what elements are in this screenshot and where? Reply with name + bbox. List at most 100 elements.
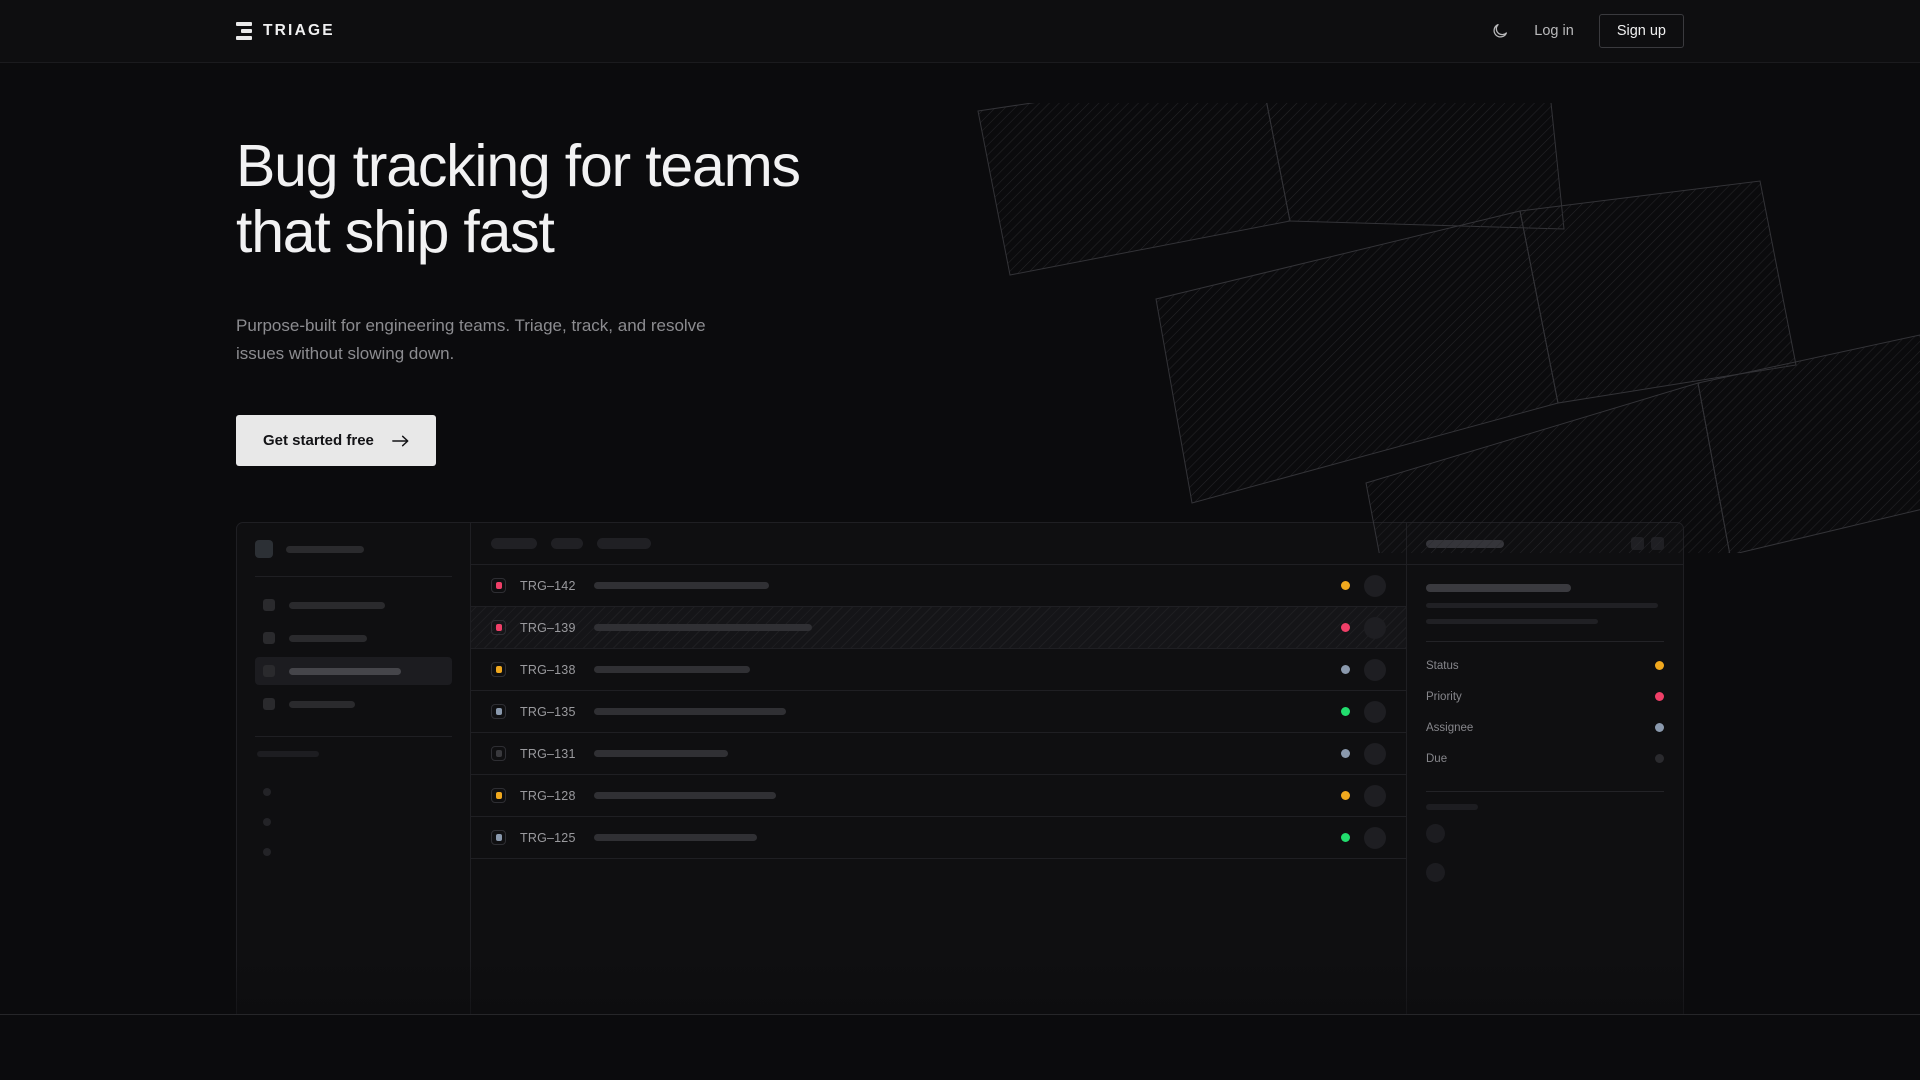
- mockup-workspace-switcher[interactable]: [255, 540, 452, 558]
- filter-chip-1[interactable]: [551, 538, 583, 549]
- moon-icon[interactable]: [1491, 22, 1509, 40]
- status-dot: [1341, 581, 1350, 590]
- issue-row[interactable]: TRG–135: [471, 691, 1406, 733]
- issue-row-meta: [1341, 700, 1386, 723]
- mockup-sidebar-nav: [255, 591, 452, 718]
- issue-row-meta: [1341, 826, 1386, 849]
- issue-row[interactable]: TRG–139: [471, 607, 1406, 649]
- hero-subheading: Purpose-built for engineering teams. Tri…: [236, 316, 706, 363]
- cta-label: Get started free: [263, 432, 374, 450]
- detail-header-placeholder: [1426, 539, 1504, 548]
- detail-header-actions: [1631, 537, 1664, 550]
- filter-chip-0[interactable]: [491, 538, 537, 549]
- avatar: [1364, 826, 1386, 849]
- status-dot: [1341, 833, 1350, 842]
- heading-line-2: that ship fast: [236, 199, 555, 266]
- issue-id: TRG–142: [520, 578, 576, 593]
- issue-row[interactable]: TRG–125: [471, 817, 1406, 859]
- detail-action-button-0[interactable]: [1631, 537, 1644, 550]
- issue-id: TRG–135: [520, 704, 576, 719]
- filter-chip-2[interactable]: [597, 538, 651, 549]
- sidebar-subitem-2[interactable]: [255, 837, 452, 867]
- issue-row[interactable]: TRG–138: [471, 649, 1406, 691]
- sidebar-subitem-0[interactable]: [255, 777, 452, 807]
- sidebar-item-3[interactable]: [255, 690, 452, 718]
- detail-field-due[interactable]: Due: [1426, 743, 1664, 774]
- detail-field-assignee[interactable]: Assignee: [1426, 712, 1664, 743]
- site-header: TRIAGE Log in Sign up: [0, 0, 1920, 63]
- brand-logo[interactable]: TRIAGE: [236, 22, 335, 40]
- sidebar-item-0[interactable]: [255, 591, 452, 619]
- issue-title-placeholder: [594, 666, 750, 673]
- sidebar-subitem-1[interactable]: [255, 807, 452, 837]
- sidebar-subitem-dot: [263, 848, 271, 856]
- sidebar-item-label-placeholder: [289, 667, 401, 675]
- sidebar-subitem-dot: [263, 788, 271, 796]
- login-link[interactable]: Log in: [1534, 23, 1574, 39]
- detail-field-status[interactable]: Status: [1426, 650, 1664, 681]
- sidebar-divider-bottom: [255, 736, 452, 737]
- issue-row[interactable]: TRG–131: [471, 733, 1406, 775]
- mockup-baseline-rule: [0, 1014, 1920, 1015]
- issue-id: TRG–128: [520, 788, 576, 803]
- detail-field-value: [1655, 692, 1664, 701]
- detail-action-button-1[interactable]: [1651, 537, 1664, 550]
- detail-comment-list: [1426, 824, 1664, 882]
- detail-description-line-0: [1426, 603, 1658, 608]
- detail-comments-label-placeholder: [1426, 804, 1478, 810]
- issue-row-meta: [1341, 784, 1386, 807]
- sidebar-subitem-dot: [263, 818, 271, 826]
- status-dot: [1341, 707, 1350, 716]
- sidebar-section-label-placeholder: [257, 751, 319, 757]
- sidebar-item-icon: [263, 632, 275, 644]
- detail-title-placeholder: [1426, 584, 1571, 592]
- stacked-bars-icon: [236, 22, 252, 40]
- priority-indicator: [491, 662, 506, 677]
- issue-row-meta: [1341, 574, 1386, 597]
- mockup-sidebar-sublist: [255, 777, 452, 867]
- priority-indicator: [491, 788, 506, 803]
- avatar: [1364, 784, 1386, 807]
- issue-title-placeholder: [594, 834, 757, 841]
- brand-name: TRIAGE: [263, 22, 335, 39]
- issue-row[interactable]: TRG–142: [471, 565, 1406, 607]
- sidebar-divider-top: [255, 576, 452, 577]
- mockup-filter-toolbar: [471, 523, 1406, 565]
- priority-indicator: [491, 578, 506, 593]
- signup-button[interactable]: Sign up: [1598, 14, 1684, 48]
- arrow-right-icon: [392, 435, 409, 447]
- priority-indicator: [491, 704, 506, 719]
- issue-id: TRG–131: [520, 746, 576, 761]
- sidebar-item-1[interactable]: [255, 624, 452, 652]
- issue-title-placeholder: [594, 582, 769, 589]
- header-actions: Log in Sign up: [1491, 14, 1684, 48]
- detail-field-priority[interactable]: Priority: [1426, 681, 1664, 712]
- workspace-name-placeholder: [286, 545, 364, 553]
- avatar: [1364, 742, 1386, 765]
- sidebar-item-2[interactable]: [255, 657, 452, 685]
- issue-title-placeholder: [594, 708, 786, 715]
- sidebar-item-label-placeholder: [289, 601, 385, 609]
- avatar: [1364, 616, 1386, 639]
- detail-field-label: Status: [1426, 659, 1459, 672]
- priority-indicator: [491, 830, 506, 845]
- issue-title-placeholder: [594, 792, 776, 799]
- detail-field-label: Due: [1426, 752, 1448, 765]
- comment-avatar-1: [1426, 863, 1445, 882]
- detail-divider-fields: [1426, 641, 1664, 642]
- sidebar-item-label-placeholder: [289, 634, 367, 642]
- detail-field-value: [1655, 723, 1664, 732]
- issue-id: TRG–139: [520, 620, 576, 635]
- issue-row-meta: [1341, 742, 1386, 765]
- sidebar-item-icon: [263, 599, 275, 611]
- issue-row[interactable]: TRG–128: [471, 775, 1406, 817]
- detail-panel-header: [1407, 523, 1683, 565]
- priority-indicator: [491, 746, 506, 761]
- get-started-button[interactable]: Get started free: [236, 415, 436, 467]
- heading-line-1: Bug tracking for teams: [236, 133, 801, 199]
